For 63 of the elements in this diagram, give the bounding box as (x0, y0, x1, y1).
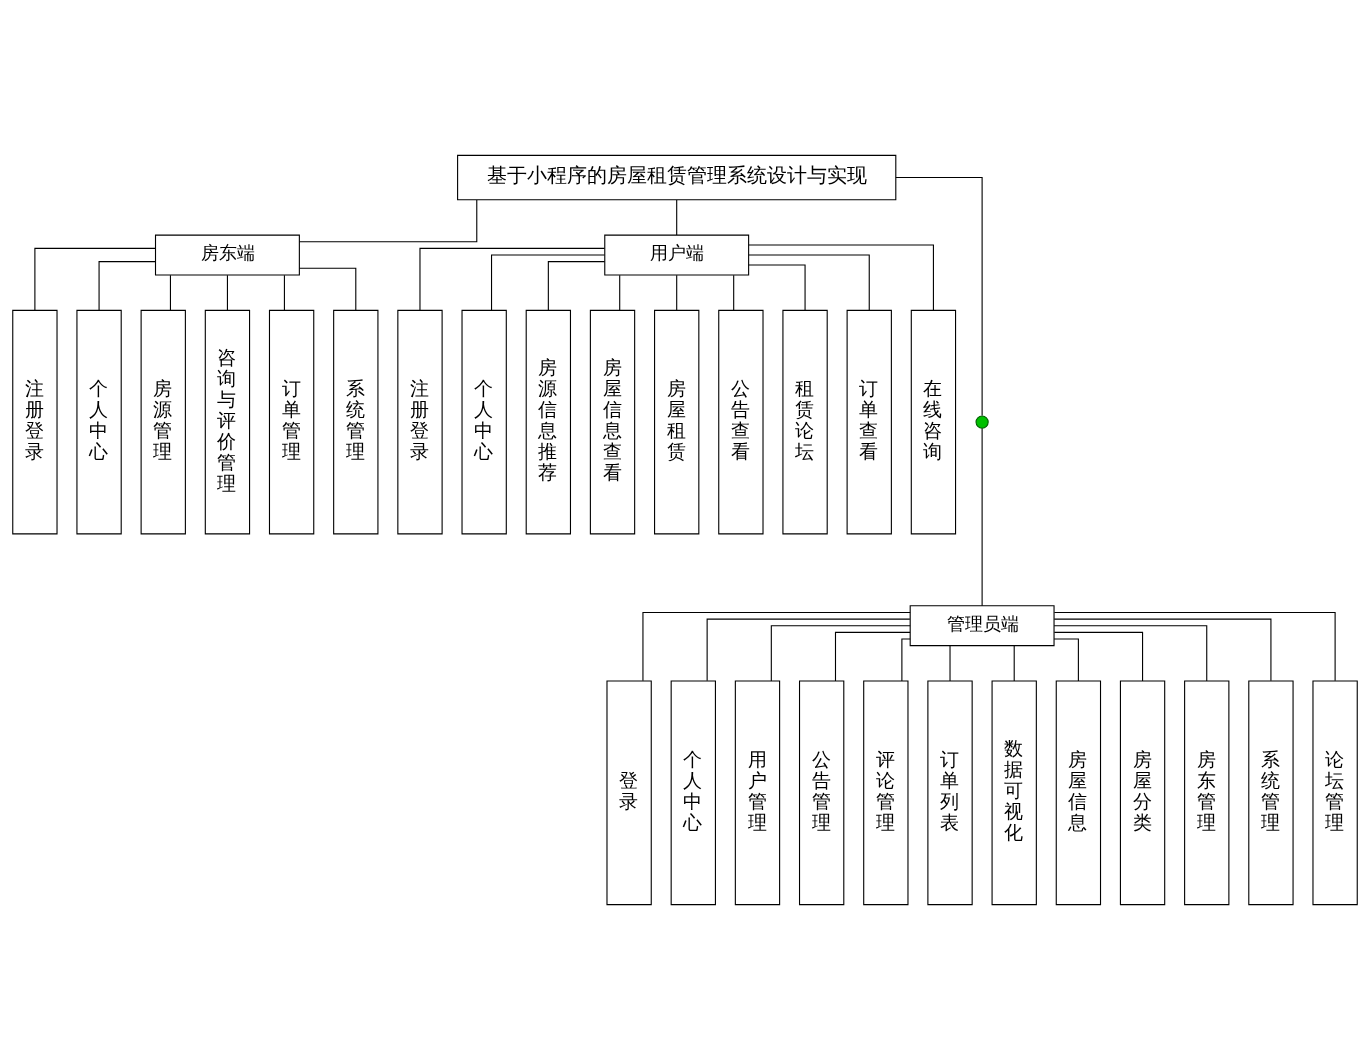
connector (642, 611, 911, 681)
connector (901, 637, 911, 682)
node-box: 系统管理 (333, 309, 379, 534)
node-box: 用户端 (604, 234, 750, 275)
connector (34, 247, 156, 311)
node-box: 租赁论坛 (782, 309, 828, 534)
node-box: 订单列表 (927, 680, 973, 905)
node-box: 管理员端 (909, 604, 1055, 646)
connector (1053, 631, 1144, 681)
node-box: 公告查看 (718, 309, 764, 534)
node-box: 评论管理 (863, 680, 909, 905)
connector (748, 253, 870, 311)
node-box: 注册登录 (397, 309, 443, 534)
node-circle (975, 414, 989, 429)
node-box: 房屋分类 (1119, 680, 1166, 905)
connector (419, 247, 606, 311)
connector (895, 176, 983, 416)
connector (676, 274, 678, 311)
node-box: 房东管理 (1184, 680, 1230, 905)
connector (981, 427, 983, 606)
node-box: 咨询与评价管理 (204, 309, 251, 534)
node-box: 房屋租赁 (654, 309, 700, 534)
connector (491, 253, 606, 311)
node-box: 系统管理 (1248, 680, 1294, 905)
connector (619, 274, 621, 311)
node-box: 房屋信息 (1055, 680, 1102, 905)
connector (547, 260, 606, 311)
connector (283, 274, 285, 311)
node-box: 房屋信息查看 (589, 309, 636, 534)
node-box: 登录 (606, 680, 652, 905)
connector (949, 644, 951, 682)
node-box: 基于小程序的房屋租赁管理系统设计与实现 (457, 154, 897, 200)
connector (676, 198, 678, 236)
connector (98, 260, 156, 311)
connector (169, 274, 171, 311)
connector (733, 274, 735, 311)
node-box: 论坛管理 (1312, 680, 1358, 905)
node-box: 注册登录 (12, 309, 58, 534)
node-box: 在线咨询 (910, 309, 957, 534)
connector (1013, 644, 1015, 682)
node-box: 房东端 (154, 234, 300, 275)
node-box: 数据可视化 (991, 680, 1037, 905)
node-box: 房源信息推荐 (525, 309, 572, 534)
connector (1053, 618, 1272, 681)
connector (1053, 637, 1079, 682)
connector (226, 274, 228, 311)
node-box: 订单管理 (268, 309, 315, 534)
connector (298, 267, 357, 311)
connector (748, 263, 806, 311)
connector (770, 624, 911, 681)
connector (299, 198, 478, 242)
node-box: 订单查看 (846, 309, 892, 534)
node-box: 个人中心 (461, 309, 507, 534)
node-box: 房源管理 (140, 309, 186, 534)
node-box: 公告管理 (798, 680, 845, 905)
node-box: 用户管理 (734, 680, 781, 905)
connector (1053, 611, 1336, 681)
node-box: 个人中心 (670, 680, 716, 905)
connector (1053, 624, 1208, 681)
node-box: 个人中心 (76, 309, 122, 534)
connector (706, 618, 911, 681)
connector (834, 631, 911, 681)
connector (748, 244, 934, 311)
